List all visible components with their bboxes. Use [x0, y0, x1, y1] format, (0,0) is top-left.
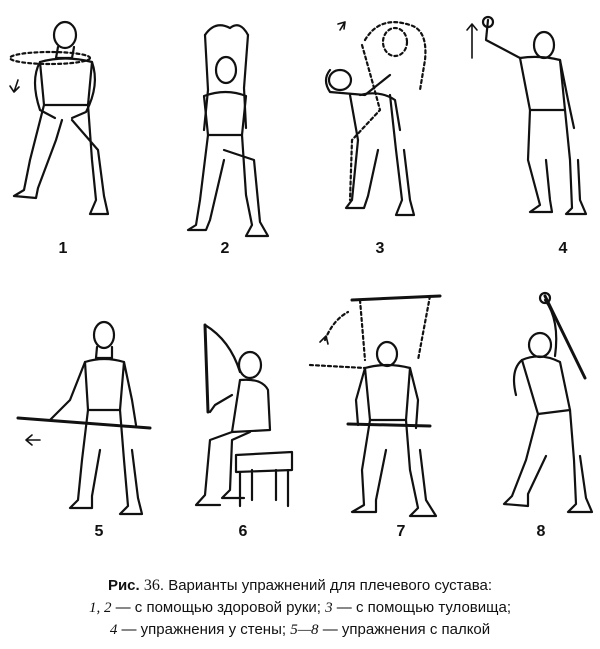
exercise-figure-2 [186, 24, 270, 238]
exercise-figure-6 [194, 323, 294, 508]
caption-prefix: Рис. [107, 577, 140, 594]
figure-caption: Рис. 36. Варианты упражнений для плечево… [0, 575, 600, 641]
caption-ref-5-8: 5—8 [290, 622, 319, 638]
caption-text-1-2: — с помощью здоровой руки; [111, 599, 326, 616]
exercise-figure-3 [324, 21, 427, 217]
exercise-figure-4 [466, 15, 588, 216]
figure-label-5: 5 [94, 523, 104, 540]
caption-ref-1-2: 1, 2 [88, 600, 112, 616]
exercise-figure-7 [308, 294, 442, 518]
figure-label-4: 4 [558, 240, 568, 257]
caption-ref-3: 3 [325, 600, 333, 616]
caption-text-5-8: — упражнения с палкой [318, 621, 491, 638]
figure-label-6: 6 [238, 523, 248, 540]
figure-label-2: 2 [220, 240, 230, 257]
caption-ref-4: 4 [109, 622, 118, 638]
caption-title: . Варианты упражнений для плечевого суст… [159, 577, 493, 594]
figure-label-1: 1 [58, 240, 68, 257]
exercise-figure-8 [502, 291, 594, 514]
caption-text-4: — упражнения у стены; [117, 621, 291, 638]
figure-label-3: 3 [375, 240, 385, 257]
exercise-illustrations: 1 2 3 4 5 6 7 8 [8, 15, 594, 540]
figure-label-7: 7 [396, 523, 406, 540]
caption-line-2: 1, 2 — с помощью здоровой руки; 3 — с по… [0, 597, 600, 619]
caption-line-1: Рис. 36. Варианты упражнений для плечево… [0, 575, 600, 597]
caption-text-3: — с помощью туловища; [332, 599, 512, 616]
caption-figure-number: 36 [143, 577, 160, 594]
figure-label-8: 8 [536, 523, 546, 540]
exercise-figure-5 [16, 320, 152, 516]
caption-line-3: 4 — упражнения у стены; 5—8 — упражнения… [0, 619, 600, 641]
exercise-figure-1 [8, 20, 110, 216]
